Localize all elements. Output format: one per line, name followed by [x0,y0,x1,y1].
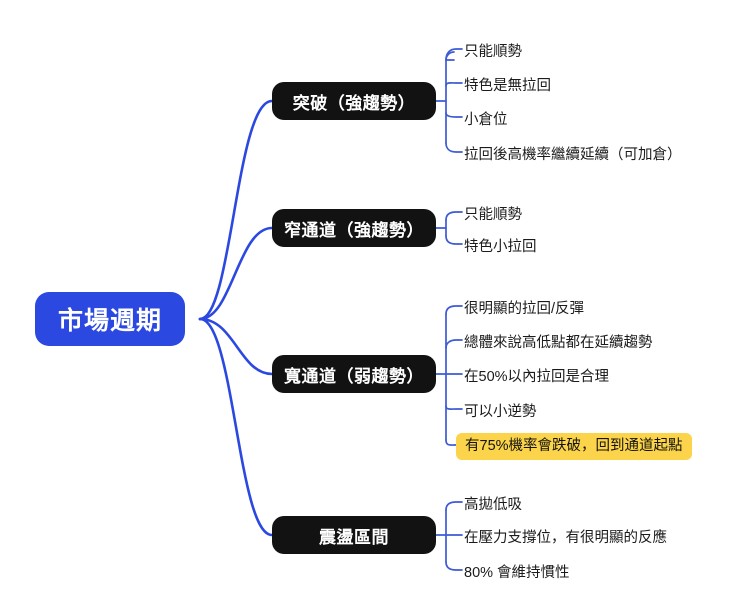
leaf-label: 特色小拉回 [464,239,537,255]
branch-node-label: 寬通道（弱趨勢） [284,366,424,386]
leaf-item[interactable]: 在壓力支撐位，有很明顯的反應 [462,527,669,550]
branch-node-wide-channel[interactable]: 寬通道（弱趨勢） [272,355,436,393]
root-edges [198,99,274,537]
branch-node-range[interactable]: 震盪區間 [272,516,436,554]
leaf-label: 總體來說高低點都在延續趨勢 [464,335,653,351]
leaf-item[interactable]: 高拋低吸 [462,494,524,517]
branch-node-narrow-channel[interactable]: 窄通道（強趨勢） [272,209,436,247]
leaf-label: 可以小逆勢 [464,404,537,420]
leaf-item[interactable]: 總體來說高低點都在延續趨勢 [462,332,655,355]
branch-node-breakout[interactable]: 突破（強趨勢） [272,82,436,120]
leaf-label: 有75%機率會跌破，回到通道起點 [456,433,692,461]
leaf-edges-3 [435,305,463,446]
leaf-edges-2 [435,211,463,245]
root-node-label: 市場週期 [57,307,162,335]
leaf-item[interactable]: 特色小拉回 [462,236,539,259]
leaf-edges-4 [435,501,463,571]
root-node[interactable]: 市場週期 [35,292,185,346]
leaf-label: 很明顯的拉回/反彈 [464,301,585,317]
root-edge-3 [198,317,274,376]
leaf-label: 只能順勢 [464,207,522,223]
root-edge-2 [198,226,274,321]
leaf-item[interactable]: 只能順勢 [462,41,524,64]
leaf-label: 在壓力支撐位，有很明顯的反應 [464,530,667,546]
leaf-item[interactable]: 特色是無拉回 [462,75,553,98]
leaf-label: 拉回後高機率繼續延續（可加倉） [464,147,682,163]
leaf-item[interactable]: 可以小逆勢 [462,401,539,424]
branch-node-label: 震盪區間 [319,527,389,547]
leaf-item[interactable]: 拉回後高機率繼續延續（可加倉） [462,144,684,167]
leaf-label: 高拋低吸 [464,497,522,513]
leaf-label: 在50%以內拉回是合理 [464,369,610,385]
leaf-label: 小倉位 [464,112,508,128]
root-edge-4 [198,317,274,537]
leaf-item[interactable]: 小倉位 [462,109,510,132]
leaf-item[interactable]: 80% 會維持慣性 [462,562,572,585]
leaf-label: 只能順勢 [464,44,522,60]
leaf-item[interactable]: 只能順勢 [462,204,524,227]
leaf-item[interactable]: 很明顯的拉回/反彈 [462,298,586,321]
leaf-item[interactable]: 在50%以內拉回是合理 [462,366,611,389]
leaf-edges-1 [435,48,463,153]
branch-node-label: 窄通道（強趨勢） [284,220,424,240]
leaf-label: 80% 會維持慣性 [464,565,570,581]
branch-node-label: 突破（強趨勢） [292,93,416,113]
leaf-item-highlighted[interactable]: 有75%機率會跌破，回到通道起點 [456,433,692,461]
root-edge-1 [198,99,274,321]
leaf-label: 特色是無拉回 [464,78,551,94]
